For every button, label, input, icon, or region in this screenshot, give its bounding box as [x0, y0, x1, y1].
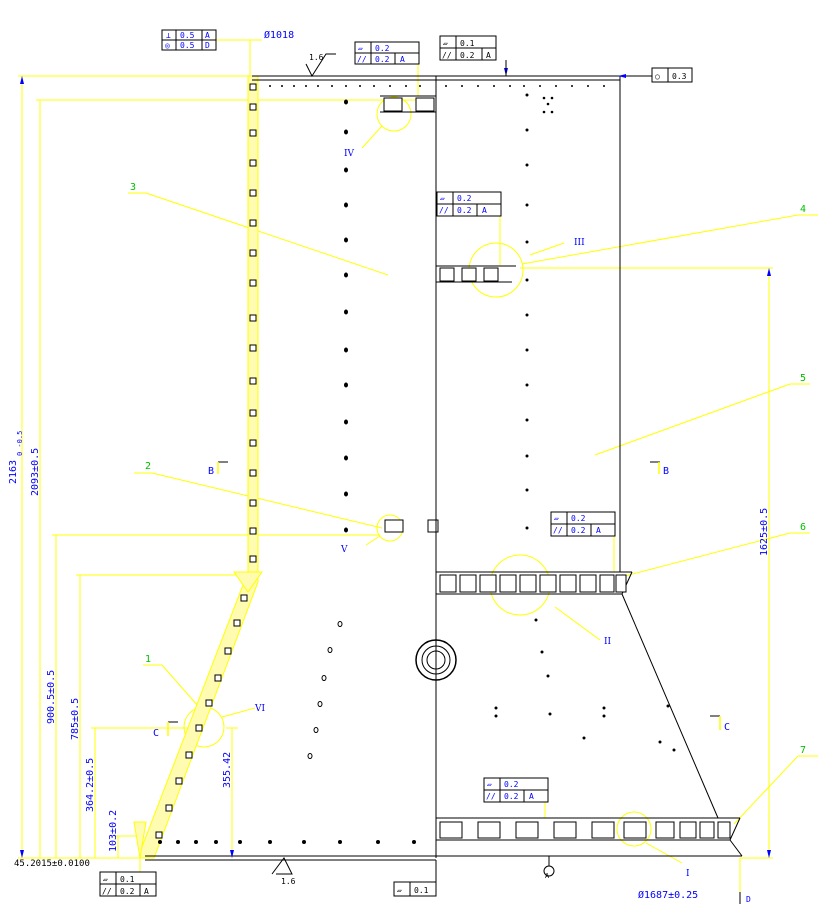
concentricity-symbol: ◎: [165, 41, 170, 50]
svg-text:▱: ▱: [443, 39, 448, 48]
balloon-1: 1: [145, 654, 151, 665]
svg-text://: //: [439, 206, 449, 215]
svg-text://: //: [102, 887, 112, 896]
detail-ii: II: [604, 637, 612, 647]
dimension-lines: [18, 39, 818, 898]
fcf-top-left: ⊥ 0.5 A ◎ 0.5 D: [161, 29, 217, 51]
svg-text:0.2: 0.2: [504, 780, 519, 789]
svg-text:A: A: [144, 887, 149, 896]
offset-dim: 45.2015±0.0100: [14, 859, 90, 869]
fcf-top: ▱ 0.1 // 0.2 A: [439, 35, 507, 76]
roughness-top: 1.6: [309, 53, 324, 62]
detail-iii: III: [574, 238, 585, 248]
svg-text:0.2: 0.2: [457, 194, 472, 203]
balloon-6: 6: [800, 522, 806, 533]
shell-ribs: [155, 83, 257, 839]
svg-text:A: A: [486, 51, 491, 60]
perpendicularity-symbol: ⊥: [166, 31, 171, 40]
holes-left: [158, 99, 416, 844]
holes-right: [494, 93, 676, 752]
holes-cone-left: [307, 621, 343, 759]
section-arrows: [167, 462, 721, 736]
dim-1625: 1625±0.5: [759, 508, 770, 556]
svg-text:▱: ▱: [440, 194, 445, 203]
balloon-5: 5: [800, 373, 806, 384]
svg-text:▱: ▱: [358, 44, 363, 53]
datum-a-symbol: [543, 856, 555, 877]
svg-text://: //: [486, 792, 496, 801]
svg-text:A: A: [205, 31, 210, 40]
svg-text:▱: ▱: [103, 875, 108, 884]
svg-text:0.1: 0.1: [120, 875, 135, 884]
dim-900: 900.5±0.5: [46, 670, 57, 724]
fcf-ring3: ▱ 0.2 // 0.2 A: [436, 191, 502, 217]
svg-text:▱: ▱: [397, 886, 402, 895]
svg-text:▱: ▱: [554, 514, 559, 523]
balloon-3: 3: [130, 182, 136, 193]
section-c-left: C: [153, 728, 159, 739]
bottom-diameter: Ø1687±0.25: [638, 889, 698, 901]
balloon-2: 2: [145, 461, 151, 472]
svg-text:0.2: 0.2: [571, 514, 586, 523]
section-c-right: C: [724, 722, 730, 733]
fcf-bottom-left: ▱ 0.1 // 0.2 A: [99, 871, 157, 897]
dim-355: 355.42: [222, 752, 233, 788]
detail-v: V: [340, 545, 348, 555]
svg-text:0.2: 0.2: [375, 55, 390, 64]
shell-section: [133, 75, 263, 859]
dim-103: 103±0.2: [108, 810, 119, 852]
svg-text:A: A: [529, 792, 534, 801]
top-dots: [269, 85, 605, 87]
svg-text:0.2: 0.2: [460, 51, 475, 60]
svg-text://: //: [553, 526, 563, 535]
dim-overall-height: 2163: [8, 460, 19, 484]
fcf-ring4: ▱ 0.2 // 0.2 A: [354, 41, 420, 65]
dim-2093: 2093±0.5: [30, 448, 41, 496]
fcf-bottom-mid: ▱ 0.1: [393, 860, 437, 897]
dim-785: 785±0.5: [70, 698, 81, 740]
roughness-symbols: [271, 53, 336, 875]
balloon-4: 4: [800, 204, 806, 215]
svg-text:D: D: [205, 41, 210, 50]
svg-text:0.2: 0.2: [120, 887, 135, 896]
section-markers: [168, 461, 720, 723]
svg-text:0.1: 0.1: [414, 886, 429, 895]
fcf-ring1: ▱ 0.2 // 0.2 A: [483, 777, 549, 803]
svg-text:D: D: [746, 895, 751, 904]
svg-text:0.5: 0.5: [180, 31, 195, 40]
fcf-roundness: ○ 0.3: [626, 67, 693, 83]
ring-segments: [383, 97, 731, 839]
svg-text://: //: [357, 55, 367, 64]
detail-iv: IV: [344, 149, 355, 159]
inspection-port: [415, 639, 457, 681]
svg-text:○: ○: [655, 72, 660, 81]
fcf-ring2: ▱ 0.2 // 0.2 A: [550, 511, 616, 537]
dim-364: 364.2±0.5: [85, 758, 96, 812]
svg-text:A: A: [400, 55, 405, 64]
svg-text:A: A: [596, 526, 601, 535]
roughness-bottom: 1.6: [281, 877, 296, 886]
detail-vi: VI: [254, 704, 265, 714]
svg-text:0.2: 0.2: [457, 206, 472, 215]
svg-text:0.3: 0.3: [672, 72, 687, 81]
svg-text:0.2: 0.2: [571, 526, 586, 535]
datum-a-label: A: [545, 872, 550, 880]
section-b-right: B: [663, 466, 669, 477]
svg-text:A: A: [482, 206, 487, 215]
svg-text:0.1: 0.1: [460, 39, 475, 48]
balloon-7: 7: [800, 745, 806, 756]
svg-text:0.5: 0.5: [180, 41, 195, 50]
datum-d-box: D: [739, 892, 751, 904]
dim-overall-height-tol: 0 -0.5: [16, 431, 24, 456]
svg-text:0.2: 0.2: [504, 792, 519, 801]
top-diameter: Ø1018: [264, 29, 294, 41]
svg-text://: //: [442, 51, 452, 60]
svg-text:▱: ▱: [487, 780, 492, 789]
detail-i: I: [686, 869, 690, 879]
part-outline: [145, 75, 743, 861]
section-b-left: B: [208, 466, 214, 477]
svg-text:0.2: 0.2: [375, 44, 390, 53]
